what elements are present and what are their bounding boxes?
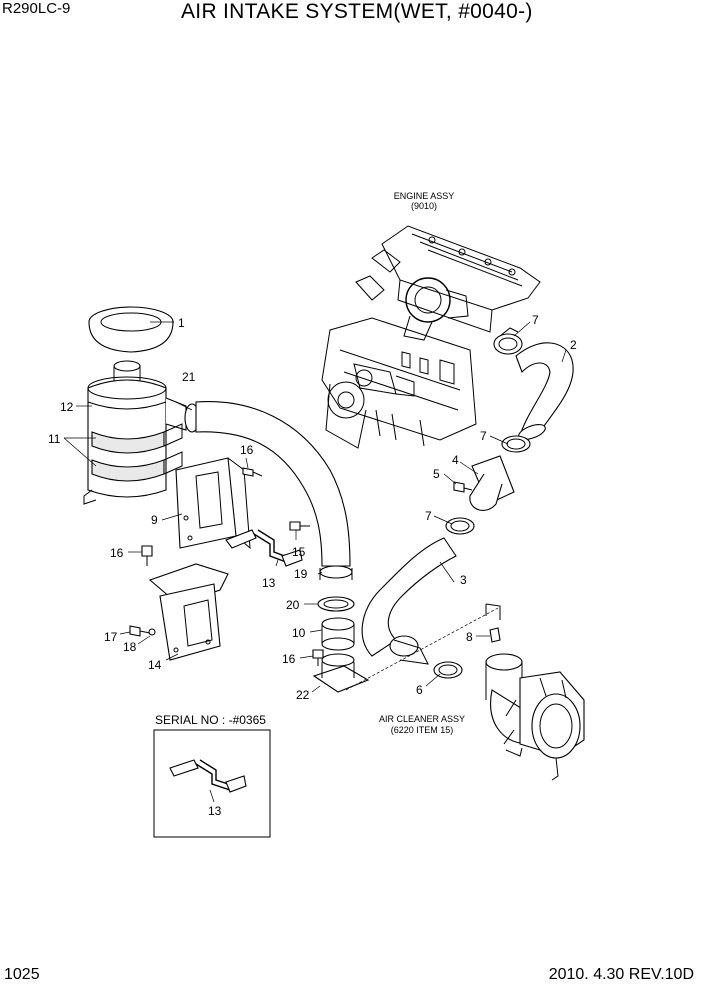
callout-20: 20: [286, 598, 300, 612]
air-cleaner-assy-ref: (6220 ITEM 15): [391, 725, 454, 735]
callout-7-mid: 7: [480, 429, 487, 443]
callout-13: 13: [262, 576, 276, 590]
callout-3: 3: [460, 573, 467, 587]
bracket-14-drawing: [148, 563, 229, 661]
callout-15: 15: [292, 545, 306, 559]
callout-22: 22: [296, 688, 310, 702]
air-cleaner-drawing: [83, 306, 200, 505]
air-cleaner-assy-drawing: [433, 603, 585, 781]
model-code: R290LC-9: [2, 0, 71, 17]
callout-17: 17: [104, 630, 118, 644]
clamps-7-drawing: [445, 327, 531, 535]
callout-11: 11: [48, 432, 61, 446]
serial-box: [153, 729, 271, 838]
callout-1: 1: [178, 316, 185, 330]
callout-19: 19: [294, 567, 308, 581]
callout-6: 6: [416, 683, 423, 697]
pipe-13-drawing: [225, 529, 303, 567]
pipe-13-alt-drawing: [169, 759, 247, 793]
hose-2-drawing: [515, 342, 574, 440]
callout-4: 4: [452, 453, 459, 467]
elbow-4-drawing: [453, 455, 515, 511]
leader-lines: [63, 321, 567, 803]
engine-assy-label: ENGINE ASSY: [394, 191, 455, 201]
bolts-drawing: [129, 467, 310, 637]
serial-number-label: SERIAL NO : -#0365: [155, 713, 266, 727]
callout-12: 12: [60, 400, 74, 414]
hose-3-drawing: [361, 537, 457, 665]
callout-8: 8: [466, 630, 473, 644]
hose-19-drawing: [195, 400, 353, 580]
connector-parts-drawing: [312, 596, 370, 693]
callout-14: 14: [148, 658, 162, 672]
page-title: AIR INTAKE SYSTEM(WET, #0040-): [181, 0, 533, 23]
callout-16-bottom: 16: [282, 652, 296, 666]
engine-drawing: [321, 225, 541, 449]
callout-16-top: 16: [240, 443, 254, 457]
callout-7-low: 7: [425, 509, 432, 523]
callout-18: 18: [123, 640, 137, 654]
callout-13-serial: 13: [208, 804, 222, 818]
separator-line: [345, 607, 499, 691]
callout-2: 2: [570, 338, 577, 352]
engine-assy-ref: (9010): [411, 201, 437, 211]
page-number: 1025: [4, 966, 40, 983]
callout-9: 9: [151, 513, 158, 527]
callout-21: 21: [182, 370, 196, 384]
callout-5: 5: [433, 467, 440, 481]
revision-date: 2010. 4.30 REV.10D: [548, 966, 694, 983]
air-cleaner-assy-label: AIR CLEANER ASSY: [379, 714, 465, 724]
callout-7-top: 7: [532, 313, 539, 327]
callout-16-left: 16: [110, 546, 124, 560]
callout-10: 10: [292, 626, 306, 640]
